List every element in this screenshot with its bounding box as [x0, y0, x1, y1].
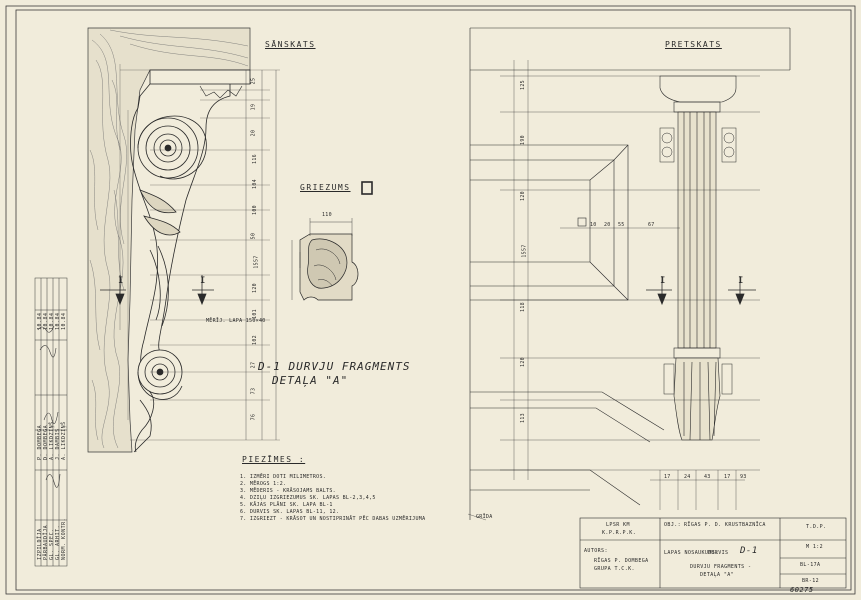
front-dimension: 118	[519, 301, 526, 312]
tb-org-line1: LPSR KM	[606, 522, 630, 528]
note-item: 5. KĀJAS PLĀNI SK. LAPA BL-1	[240, 502, 333, 508]
revision-cell: NORM. KONTR.	[61, 517, 67, 560]
section-title: GRIEZUMS	[300, 183, 351, 192]
revision-block	[34, 277, 68, 567]
note-item: 6. DURVIS SK. LAPAS BL-11, 12.	[240, 509, 340, 515]
front-bottom-dimension: 17	[724, 474, 731, 480]
side-dimension: 104	[251, 179, 258, 190]
title-block-frame	[579, 517, 847, 589]
front-view	[467, 27, 791, 521]
side-dimension: 73	[250, 387, 257, 395]
side-dimension: 1557	[253, 255, 260, 269]
tb-object-name: RĪGAS P. D. KRUSTBAZNĪCA	[684, 522, 766, 528]
console-bracket	[130, 69, 251, 453]
notes-title: PIEZĪMES :	[242, 455, 306, 464]
tb-stage: T.D.P.	[806, 524, 827, 530]
front-bottom-dimension: 43	[704, 474, 711, 480]
tb-number: BL-17A	[800, 562, 821, 568]
front-dimension: 120	[519, 190, 526, 201]
tb-author-name: RĪGAS P. DOMBEGA	[594, 558, 649, 564]
side-dimension: 20	[250, 129, 257, 137]
front-dimension: 113	[519, 412, 526, 423]
tb-sheet-name: DURVIS	[708, 550, 729, 556]
section-arrows-side	[100, 275, 214, 306]
section-dimension: 110	[322, 212, 332, 218]
tb-scale: M 1:2	[806, 544, 824, 550]
note-item: 1. IZMĒRI DOTI MILIMETROS.	[240, 474, 327, 480]
floor-label: GRĪDA	[476, 514, 493, 520]
tb-author-extra: GRUPA T.C.K.	[594, 566, 635, 572]
front-mid-dimension: 20	[604, 222, 611, 228]
side-dimension: 120	[251, 282, 258, 293]
drawing-title-line2: DETAĻA "A"	[272, 374, 349, 387]
front-mid-dimension: 10	[590, 222, 597, 228]
front-mid-dimension: 67	[648, 222, 655, 228]
tb-sheet-desc2: DETAĻA "A"	[700, 572, 735, 578]
note-item: 2. MĒROGS 1:2.	[240, 481, 287, 487]
revision-cell: 10.84	[61, 312, 67, 330]
tb-sheet-ref: BR-12	[802, 578, 820, 584]
section-marker-front-right: I	[738, 276, 744, 286]
side-dimension: 76	[250, 413, 257, 421]
side-dimension: 102	[251, 334, 258, 345]
side-view	[87, 27, 280, 453]
front-bottom-dimension: 24	[684, 474, 691, 480]
front-bottom-dimension: 93	[740, 474, 747, 480]
side-dimension: 100	[251, 205, 258, 216]
tb-inventory: 60275	[790, 586, 814, 594]
side-view-title: SĀNSKATS	[265, 40, 316, 49]
front-dimension-chain	[467, 60, 760, 521]
section-marker-left: I	[118, 276, 124, 286]
tb-sheet-code: D-1	[740, 546, 758, 556]
side-dimension: 25	[250, 77, 257, 85]
section-marker-right: I	[200, 276, 206, 286]
front-bottom-dimension: 17	[664, 474, 671, 480]
section-marker-front-left: I	[660, 276, 666, 286]
drawing-title-line1: D-1 DURVJU FRAGMENTS	[258, 360, 411, 373]
side-dimension: 27	[250, 362, 257, 369]
wood-grain-block	[87, 27, 251, 453]
tb-sheet-label: LAPAS NOSAUKUMS:	[664, 550, 719, 556]
side-dimension: 116	[251, 153, 258, 164]
front-dimension: 1557	[521, 244, 528, 258]
front-view-title: PRETSKATS	[665, 40, 722, 49]
note-item: 3. MĒDERIS - KRĀSOJAMS BALTS.	[240, 488, 336, 494]
front-mid-dimension: 55	[618, 222, 625, 228]
section-arrows-front	[646, 276, 756, 306]
front-dimension: 120	[519, 357, 526, 368]
front-dimension: 125	[519, 80, 526, 90]
pilaster-column	[659, 75, 737, 441]
revision-cell: A. LIKDZIŅŠ	[61, 421, 67, 460]
side-dimension: 19	[250, 103, 257, 111]
section-detail	[291, 181, 373, 301]
notes-list: 1. IZMĒRI DOTI MILIMETROS.2. MĒROGS 1:2.…	[240, 474, 425, 523]
note-item: 7. IZGRIEZT - KRĀSOT UN NOSTIPRINĀT PĒC …	[240, 516, 426, 522]
front-dimension: 190	[519, 135, 526, 146]
tb-org-line2: K.P.R.P.K.	[602, 530, 637, 536]
side-dimension-chain	[119, 64, 280, 441]
tb-sheet-desc1: DURVJU FRAGMENTS -	[690, 564, 752, 570]
note-item: 4. DZIĻU IZGRIEZUMUS SK. LAPAS BL-2,3,4,…	[240, 495, 376, 501]
tb-author-label: AUTORS:	[584, 548, 608, 554]
tb-object-label: OBJ.:	[664, 522, 682, 528]
small-label: MĒRĪJ. LAPA 150×40	[206, 318, 266, 324]
side-dimension: 50	[250, 232, 257, 240]
